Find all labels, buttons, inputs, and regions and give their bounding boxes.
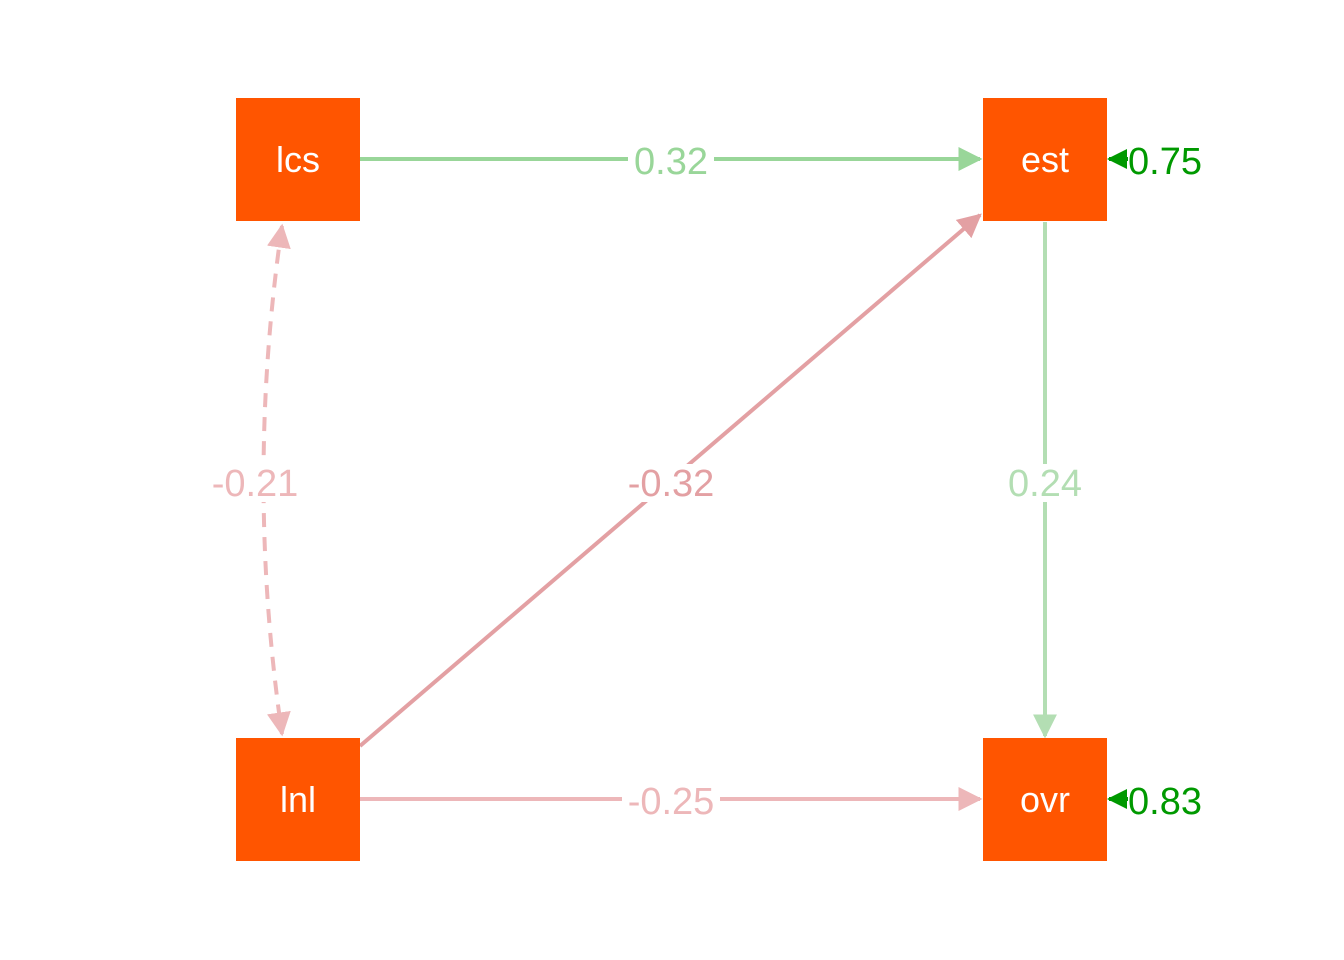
node-ovr: ovr bbox=[983, 738, 1107, 861]
edge-lcs-lnl-covariance bbox=[261, 223, 291, 737]
node-lnl: lnl bbox=[236, 738, 360, 861]
node-lcs: lcs bbox=[236, 98, 360, 221]
nodes: lcs est lnl ovr bbox=[236, 98, 1107, 861]
node-label-est: est bbox=[1021, 139, 1069, 180]
edge-label-lnl-est: -0.32 bbox=[628, 463, 715, 505]
residual-label-est: 0.75 bbox=[1128, 141, 1202, 183]
edge-label-lcs-lnl: -0.21 bbox=[212, 463, 299, 505]
edge-label-lcs-est: 0.32 bbox=[634, 141, 708, 183]
node-est: est bbox=[983, 98, 1107, 221]
edge-label-lnl-ovr: -0.25 bbox=[628, 781, 715, 823]
edge-label-est-ovr: 0.24 bbox=[1008, 463, 1082, 505]
residual-label-ovr: 0.83 bbox=[1128, 781, 1202, 823]
node-label-ovr: ovr bbox=[1020, 779, 1070, 820]
edge-labels: 0.32 -0.32 0.24 -0.25 -0.21 bbox=[206, 141, 1088, 823]
node-label-lcs: lcs bbox=[276, 139, 320, 180]
node-label-lnl: lnl bbox=[280, 779, 316, 820]
residuals: 0.75 0.83 bbox=[1107, 141, 1202, 823]
